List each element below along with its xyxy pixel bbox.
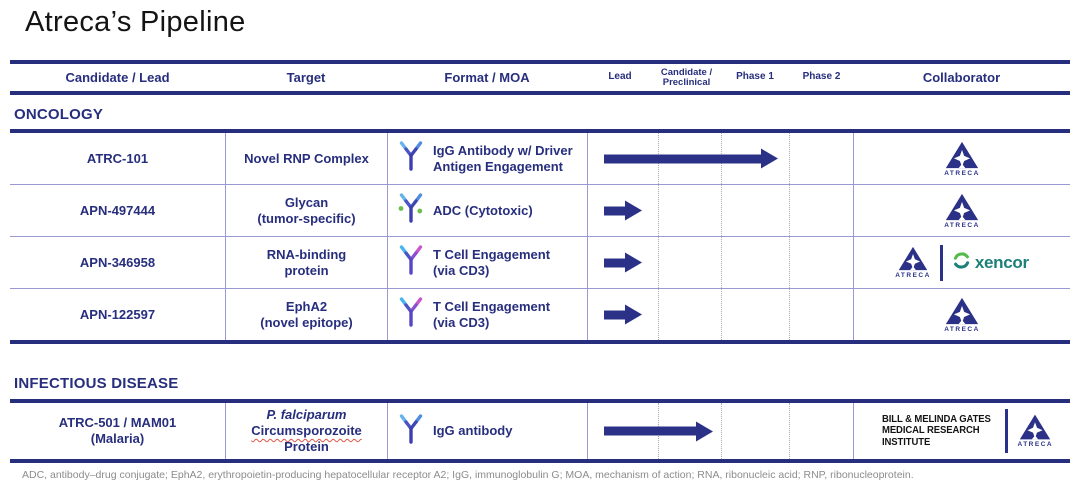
oncology-table: ATRC-101 Novel RNP Complex IgG Antibody …	[10, 129, 1070, 344]
candidate-name: APN-346958	[79, 254, 156, 270]
atreca-wordmark: ATRECA	[895, 272, 931, 279]
atreca-logo: ATRECA	[944, 141, 980, 177]
adc-antibody-icon	[398, 193, 424, 228]
collaborator-cell: ATRECA xencor	[853, 237, 1070, 288]
atreca-wordmark: ATRECA	[1017, 441, 1054, 448]
abbreviations-footnote: ADC, antibody–drug conjugate; EphA2, ery…	[22, 469, 914, 481]
page-title: Atreca’s Pipeline	[25, 6, 246, 38]
table-row-apn-122597: APN-122597 EphA2 (novel epitope) T Cell …	[10, 288, 1070, 340]
stage-cell	[587, 133, 853, 184]
column-headers: Candidate / Lead Target Format / MOA Lea…	[10, 64, 1070, 91]
candidate-name: APN-122597	[79, 306, 156, 322]
atreca-wordmark: ATRECA	[944, 169, 980, 177]
format-label: IgG Antibody w/ Driver Antigen Engagemen…	[433, 142, 573, 174]
infectious-table: ATRC-501 / MAM01 (Malaria) P. falciparum…	[10, 399, 1070, 463]
target-name: Novel RNP Complex	[244, 150, 369, 166]
stage-cell	[587, 185, 853, 236]
table-row-apn-346958: APN-346958 RNA-binding protein T Cell En…	[10, 236, 1070, 288]
collaborator-cell: ATRECA	[853, 185, 1070, 236]
format-label: ADC (Cytotoxic)	[433, 202, 533, 218]
atreca-logo: ATRECA	[944, 193, 980, 229]
collaborator-cell: ATRECA	[853, 289, 1070, 340]
format-label: T Cell Engagement (via CD3)	[433, 246, 551, 278]
table-row-atrc-501: ATRC-501 / MAM01 (Malaria) P. falciparum…	[10, 403, 1070, 459]
atreca-logo: ATRECA	[895, 246, 931, 279]
progress-arrow-phase1	[604, 154, 761, 163]
format-label: T Cell Engagement (via CD3)	[433, 298, 551, 330]
atreca-wordmark: ATRECA	[944, 325, 980, 333]
section-label-oncology: ONCOLOGY	[14, 106, 104, 123]
tcell-antibody-icon	[398, 297, 424, 332]
section-label-infectious: INFECTIOUS DISEASE	[14, 375, 179, 392]
col-header-format: Format / MOA	[444, 69, 530, 85]
phase-divider	[789, 289, 791, 340]
candidate-name: APN-497444	[79, 202, 156, 218]
target-name: P. falciparum Circumsporozoite Protein	[251, 407, 362, 454]
logo-divider	[1005, 409, 1009, 453]
col-header-preclinical: Candidate / Preclinical	[660, 66, 713, 88]
tcell-antibody-icon	[398, 245, 424, 280]
target-name: EphA2 (novel epitope)	[260, 298, 353, 330]
format-label: IgG antibody	[433, 423, 513, 439]
phase-divider	[658, 289, 660, 340]
progress-arrow-lead	[604, 206, 625, 215]
header-bottom-rule	[10, 91, 1070, 95]
xencor-swirl-icon	[952, 251, 971, 275]
phase-divider	[789, 185, 791, 236]
phase-divider	[720, 289, 722, 340]
phase-divider	[658, 237, 660, 288]
col-header-candidate: Candidate / Lead	[65, 69, 170, 85]
progress-arrow-preclinical	[604, 426, 696, 436]
col-header-collaborator: Collaborator	[922, 69, 1001, 85]
col-header-phase2: Phase 2	[802, 71, 841, 83]
collaborator-cell: BILL & MELINDA GATES MEDICAL RESEARCH IN…	[853, 403, 1070, 459]
candidate-name: ATRC-101	[86, 150, 149, 166]
collaborator-cell: ATRECA	[853, 133, 1070, 184]
col-header-phase1: Phase 1	[736, 71, 774, 83]
stage-cell	[587, 403, 853, 459]
igg-antibody-icon	[398, 141, 424, 176]
phase-divider	[720, 403, 722, 459]
phase-divider	[658, 185, 660, 236]
atreca-wordmark: ATRECA	[944, 221, 980, 229]
phase-divider	[789, 237, 791, 288]
phase-divider	[789, 133, 791, 184]
table-row-apn-497444: APN-497444 Glycan (tumor-specific) ADC (…	[10, 184, 1070, 236]
stage-cell	[587, 237, 853, 288]
col-header-lead: Lead	[608, 71, 632, 83]
stage-cell	[587, 289, 853, 340]
phase-divider	[720, 185, 722, 236]
gates-institute-logo: BILL & MELINDA GATES MEDICAL RESEARCH IN…	[882, 414, 991, 448]
target-name: Glycan (tumor-specific)	[257, 194, 356, 226]
igg-antibody-icon	[398, 413, 424, 449]
col-header-target: Target	[286, 69, 326, 85]
header-top-rule	[10, 60, 1070, 64]
xencor-logo: xencor	[952, 251, 1029, 275]
progress-arrow-lead	[604, 258, 625, 267]
logo-divider	[939, 244, 943, 281]
candidate-name: ATRC-501 / MAM01 (Malaria)	[58, 415, 177, 446]
phase-divider	[720, 237, 722, 288]
atreca-logo: ATRECA	[1017, 414, 1053, 448]
target-name: RNA-binding protein	[266, 246, 347, 278]
atreca-logo: ATRECA	[944, 297, 980, 333]
xencor-wordmark: xencor	[974, 252, 1029, 272]
progress-arrow-lead	[604, 310, 625, 319]
table-row-atrc-101: ATRC-101 Novel RNP Complex IgG Antibody …	[10, 133, 1070, 184]
phase-divider	[789, 403, 791, 459]
